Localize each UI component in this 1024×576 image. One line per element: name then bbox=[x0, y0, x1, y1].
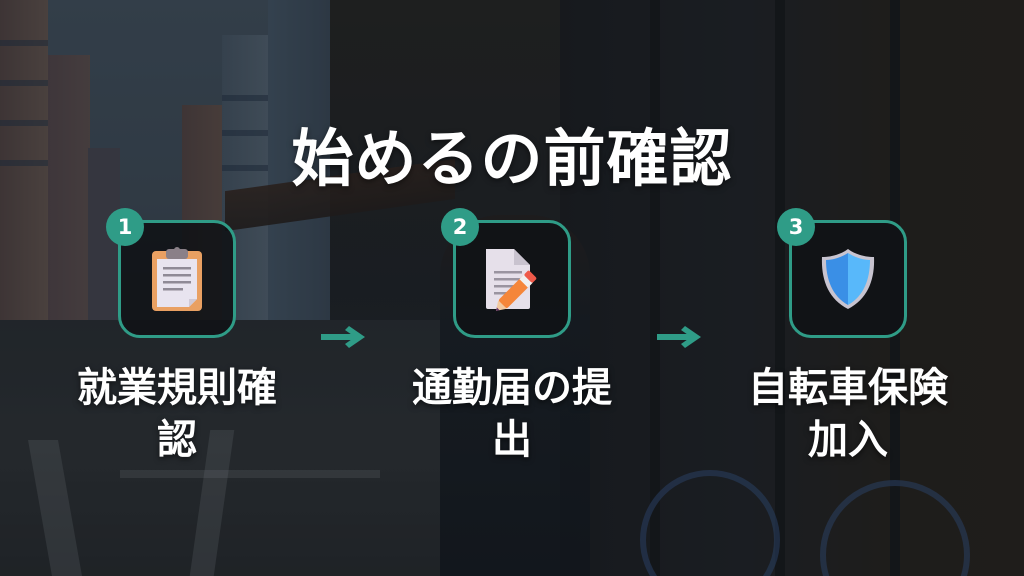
building bbox=[0, 0, 48, 340]
step-1-label-line1: 就業規則確 bbox=[77, 365, 277, 411]
step-number-badge: 1 bbox=[106, 208, 144, 246]
shield-icon bbox=[821, 249, 875, 309]
arrow-right-icon bbox=[321, 326, 365, 348]
bicycle bbox=[640, 470, 780, 576]
clipboard-icon bbox=[152, 247, 202, 311]
document-pencil-icon bbox=[486, 249, 537, 311]
step-number-badge: 3 bbox=[777, 208, 815, 246]
step-1: 1 bbox=[106, 208, 236, 338]
building bbox=[48, 55, 90, 340]
step-1-label-line2: 認 bbox=[157, 417, 197, 463]
step-3-label-line2: 加入 bbox=[808, 417, 888, 463]
step-3: 3 bbox=[777, 208, 907, 338]
step-2-label-line2: 出 bbox=[492, 417, 532, 463]
step-2: 2 bbox=[441, 208, 571, 338]
step-3-label-line1: 自転車保険 bbox=[748, 365, 948, 411]
slide-title: 始めるの前確認 bbox=[291, 122, 733, 195]
arrow-right-icon bbox=[657, 326, 701, 348]
step-number-badge: 2 bbox=[441, 208, 479, 246]
step-2-label: 通勤届の提 出 bbox=[382, 362, 642, 466]
step-2-label-line1: 通勤届の提 bbox=[412, 365, 612, 411]
building bbox=[268, 0, 338, 330]
step-card bbox=[453, 220, 571, 338]
step-1-label: 就業規則確 認 bbox=[47, 362, 307, 466]
step-3-label: 自転車保険 加入 bbox=[718, 362, 978, 466]
